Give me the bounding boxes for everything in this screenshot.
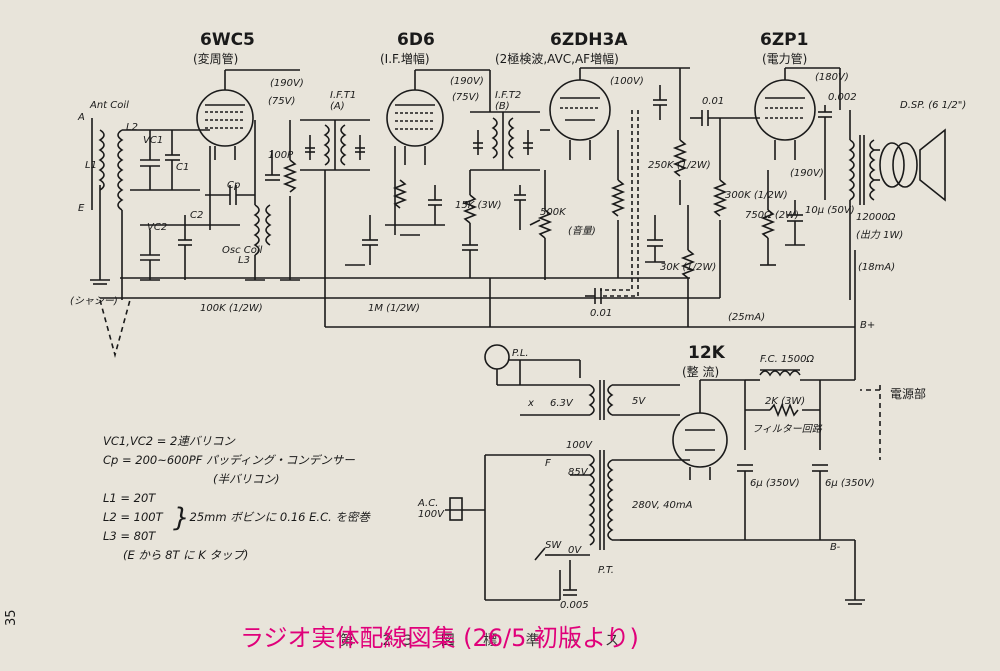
terminal-e-label: E [78, 203, 85, 214]
chassis-label: (シャシー) [70, 296, 118, 307]
switch-label: SW [545, 540, 562, 551]
fuse-label: F [545, 458, 551, 469]
current-25ma-label: (25mA) [728, 312, 766, 323]
voltage-180v: (180V) [815, 72, 849, 83]
heater-6-3v-label: 6.3V [550, 398, 573, 409]
footer-title: ラジオ実体配線図集 (26/5 初版より) [240, 624, 639, 652]
tube-6wc5-name: 6WC5 [200, 30, 255, 50]
tube-12k-role: (整 流) [682, 365, 720, 379]
resistor-30k-label: 30K (1/2W) [660, 262, 717, 273]
note-line: (E から 8T に K タップ) [123, 548, 249, 562]
c1-label: C1 [176, 162, 190, 173]
tube-6zdh3a-name: 6ZDH3A [550, 30, 628, 50]
note-line: (半バリコン) [213, 472, 280, 486]
c2-label: C2 [190, 210, 204, 221]
output-power-label: (出力 1W) [856, 230, 904, 241]
ant-coil-label: Ant Coil [90, 100, 129, 111]
cap-0005-label: 0.005 [560, 600, 589, 611]
field-coil-label: F.C. 1500Ω [760, 354, 815, 365]
cap-100p-label: 100P [268, 150, 294, 161]
resistor-100k-label: 100K (1/2W) [200, 303, 263, 314]
terminal-a-label: A [78, 112, 85, 123]
l2-label: L2 [126, 122, 138, 133]
cap-6u-a-label: 6μ (350V) [750, 478, 800, 489]
figure-caption: 第 23 図 標 準 ─ ス [340, 633, 631, 649]
zero-volt-label: 0V [568, 545, 582, 556]
volume-label: (音量) [568, 226, 596, 237]
page-number: 35 [4, 609, 19, 626]
bplus-label: B+ [860, 320, 876, 331]
l1-label: L1 [85, 160, 97, 171]
resistor-300k-label: 300K (1/2W) [725, 190, 788, 201]
power-transformer-label: P.T. [598, 565, 614, 576]
bminus-label: B- [830, 542, 841, 553]
tube-6zp1-name: 6ZP1 [760, 30, 809, 50]
voltage-190v-a: (190V) [270, 78, 304, 89]
secondary-280v-label: 280V, 40mA [632, 500, 693, 511]
cap-0002-label: 0.002 [828, 92, 857, 103]
note-line: L3 = 80T [103, 529, 156, 543]
note-line: 25mm ボビンに 0.16 E.C. を密巻 [189, 510, 370, 524]
impedance-label: 12000Ω [856, 212, 896, 223]
resistor-1m-label: 1M (1/2W) [368, 303, 420, 314]
resistor-250k-label: 250K (1/2W) [648, 160, 711, 171]
tube-6wc5-role: (変周管) [193, 52, 239, 66]
coil-notes: VC1,VC2 = 2連バリコン Cp = 200~600PF パッディング・コ… [103, 432, 370, 565]
primary-85v-label: 85V [568, 467, 588, 478]
vc2-label: VC2 [147, 222, 168, 233]
voltage-190v-c: (190V) [790, 168, 824, 179]
note-line: Cp = 200~600PF パッディング・コンデンサー [103, 453, 355, 467]
volume-500k-label: 500K [540, 207, 566, 218]
voltage-75v-a: (75V) [268, 96, 296, 107]
ac-input-label: A.C. 100V [418, 498, 444, 520]
tube-6zdh3a-role: (2極検波,AVC,AF増幅) [495, 52, 619, 66]
voltage-190v-b: (190V) [450, 76, 484, 87]
tube-12k-name: 12K [688, 343, 725, 363]
note-line: L1 = 20T [103, 491, 156, 505]
cap-001a-label: 0.01 [702, 96, 725, 107]
power-section-label: 電源部 [890, 387, 927, 401]
filter-label: フィルター回路 [752, 424, 822, 435]
cap-6u-b-label: 6μ (350V) [825, 478, 875, 489]
note-line: VC1,VC2 = 2連バリコン [103, 434, 235, 448]
rect-5v-label: 5V [632, 396, 646, 407]
osc-coil-label: Osc Coil [222, 245, 263, 256]
tube-6zp1-role: (電力管) [762, 52, 808, 66]
ift1-label: I.F.T1 (A) [330, 90, 357, 112]
speaker-label: D.SP. (6 1/2") [900, 100, 967, 111]
cap-10u-label: 10μ (50V) [805, 205, 855, 216]
resistor-15k-label: 15K (3W) [455, 200, 502, 211]
voltage-75v-b: (75V) [452, 92, 480, 103]
pilot-lamp-label: P.L. [512, 348, 529, 359]
tube-6d6-role: (I.F.増幅) [380, 52, 430, 66]
current-18ma-label: (18mA) [858, 262, 896, 273]
note-line: L2 = 100T [103, 510, 163, 524]
vc1-label: VC1 [143, 135, 164, 146]
tube-6d6-name: 6D6 [397, 30, 435, 50]
l3-label: L3 [238, 255, 250, 266]
voltage-100v: (100V) [610, 76, 644, 87]
primary-100v-label: 100V [566, 440, 592, 451]
cp-label: Cp [227, 180, 241, 191]
resistor-750-label: 750Ω (2W) [745, 210, 799, 221]
resistor-2k-label: 2K (3W) [765, 396, 806, 407]
heater-x-label: x [528, 398, 534, 409]
ift2-label: I.F.T2 (B) [495, 90, 522, 112]
cap-001b-label: 0.01 [590, 308, 613, 319]
